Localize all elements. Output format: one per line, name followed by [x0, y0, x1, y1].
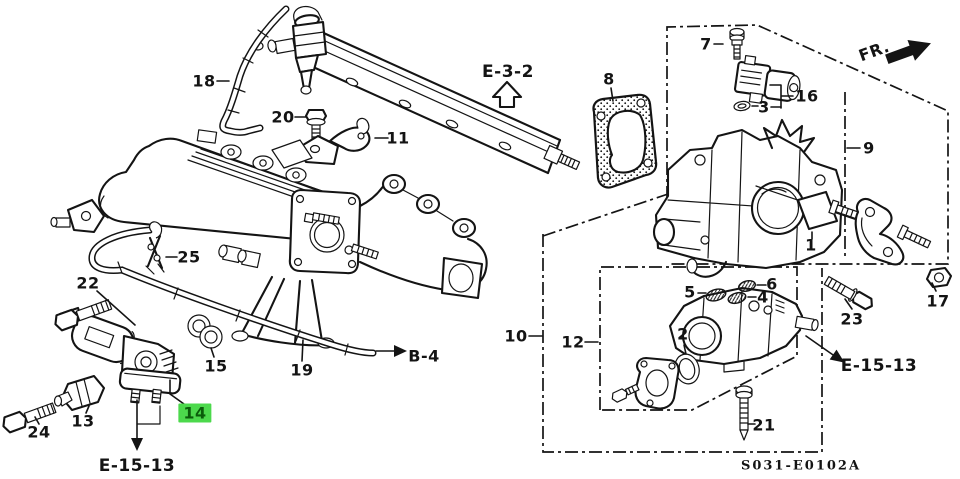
part-label-24[interactable]: 24 [27, 422, 51, 442]
o-ring-3 [733, 100, 751, 112]
part-label-25[interactable]: 25 [177, 247, 201, 267]
flange-stud-upper [303, 212, 340, 225]
part-label-14-highlighted[interactable]: 14 [178, 403, 212, 423]
e32-up-arrow [491, 80, 523, 109]
flange-stud-right [344, 243, 379, 260]
part-label-19[interactable]: 19 [290, 360, 314, 380]
nut-17 [925, 266, 953, 289]
small-dampers [218, 244, 261, 269]
ref-label-e-15-13-left[interactable]: E-15-13 [98, 456, 176, 476]
part-label-12[interactable]: 12 [561, 332, 585, 352]
part-label-6[interactable]: 6 [766, 274, 778, 294]
part-label-21[interactable]: 21 [752, 415, 776, 435]
clamp-25 [145, 221, 165, 275]
part-label-5[interactable]: 5 [684, 282, 696, 302]
part-label-18[interactable]: 18 [192, 71, 216, 91]
part-label-3[interactable]: 3 [758, 97, 770, 117]
seals-4-5-6 [705, 279, 757, 305]
bolt-7 [729, 27, 745, 60]
b4-arrow [375, 345, 407, 357]
part-label-16[interactable]: 16 [795, 86, 819, 106]
part-label-8[interactable]: 8 [603, 69, 615, 89]
diagram-code: S031-E0102A [740, 458, 862, 474]
ref-label-e-3-2[interactable]: E-3-2 [482, 62, 534, 82]
e1513-left-arrow [131, 399, 161, 451]
leader-lines [34, 43, 937, 425]
pipe-joint-13 [53, 374, 106, 412]
vacuum-hose-18 [196, 5, 290, 144]
part-label-1[interactable]: 1 [805, 235, 817, 255]
part-label-2[interactable]: 2 [677, 324, 689, 344]
part-label-9[interactable]: 9 [863, 138, 875, 158]
map-sensor-16 [733, 55, 801, 104]
mount-bracket [854, 197, 932, 266]
intake-manifold [50, 137, 488, 349]
bolt-23 [823, 275, 873, 311]
o-ring-2 [674, 353, 700, 385]
fuel-injector [252, 5, 328, 95]
part-label-11[interactable]: 11 [386, 128, 410, 148]
rotary-valve-assembly [668, 286, 819, 373]
part-label-13[interactable]: 13 [71, 411, 95, 431]
part-label-23[interactable]: 23 [840, 309, 864, 329]
bolt-21 [735, 385, 753, 441]
air-hose-19 [88, 226, 377, 357]
part-label-20[interactable]: 20 [271, 107, 295, 127]
o-rings-15 [187, 314, 223, 349]
part-label-22[interactable]: 22 [76, 273, 100, 293]
bolt-24 [2, 402, 57, 434]
inlet-funnel [611, 356, 680, 410]
part-label-10[interactable]: 10 [504, 326, 528, 346]
rail-end-stud [543, 144, 581, 171]
part-label-15[interactable]: 15 [204, 356, 228, 376]
ref-label-b-4[interactable]: B-4 [408, 346, 440, 366]
fr-arrow [885, 40, 931, 64]
throttle-body [652, 118, 873, 278]
part-label-17[interactable]: 17 [926, 291, 950, 311]
e1513-right-arrow [805, 335, 845, 363]
gasket-8 [592, 93, 658, 189]
bolt-22 [54, 299, 113, 332]
ref-label-e-15-13-right[interactable]: E-15-13 [840, 356, 918, 376]
part-label-7[interactable]: 7 [700, 34, 712, 54]
part-label-4[interactable]: 4 [757, 287, 769, 307]
fuel-rail [300, 28, 581, 175]
